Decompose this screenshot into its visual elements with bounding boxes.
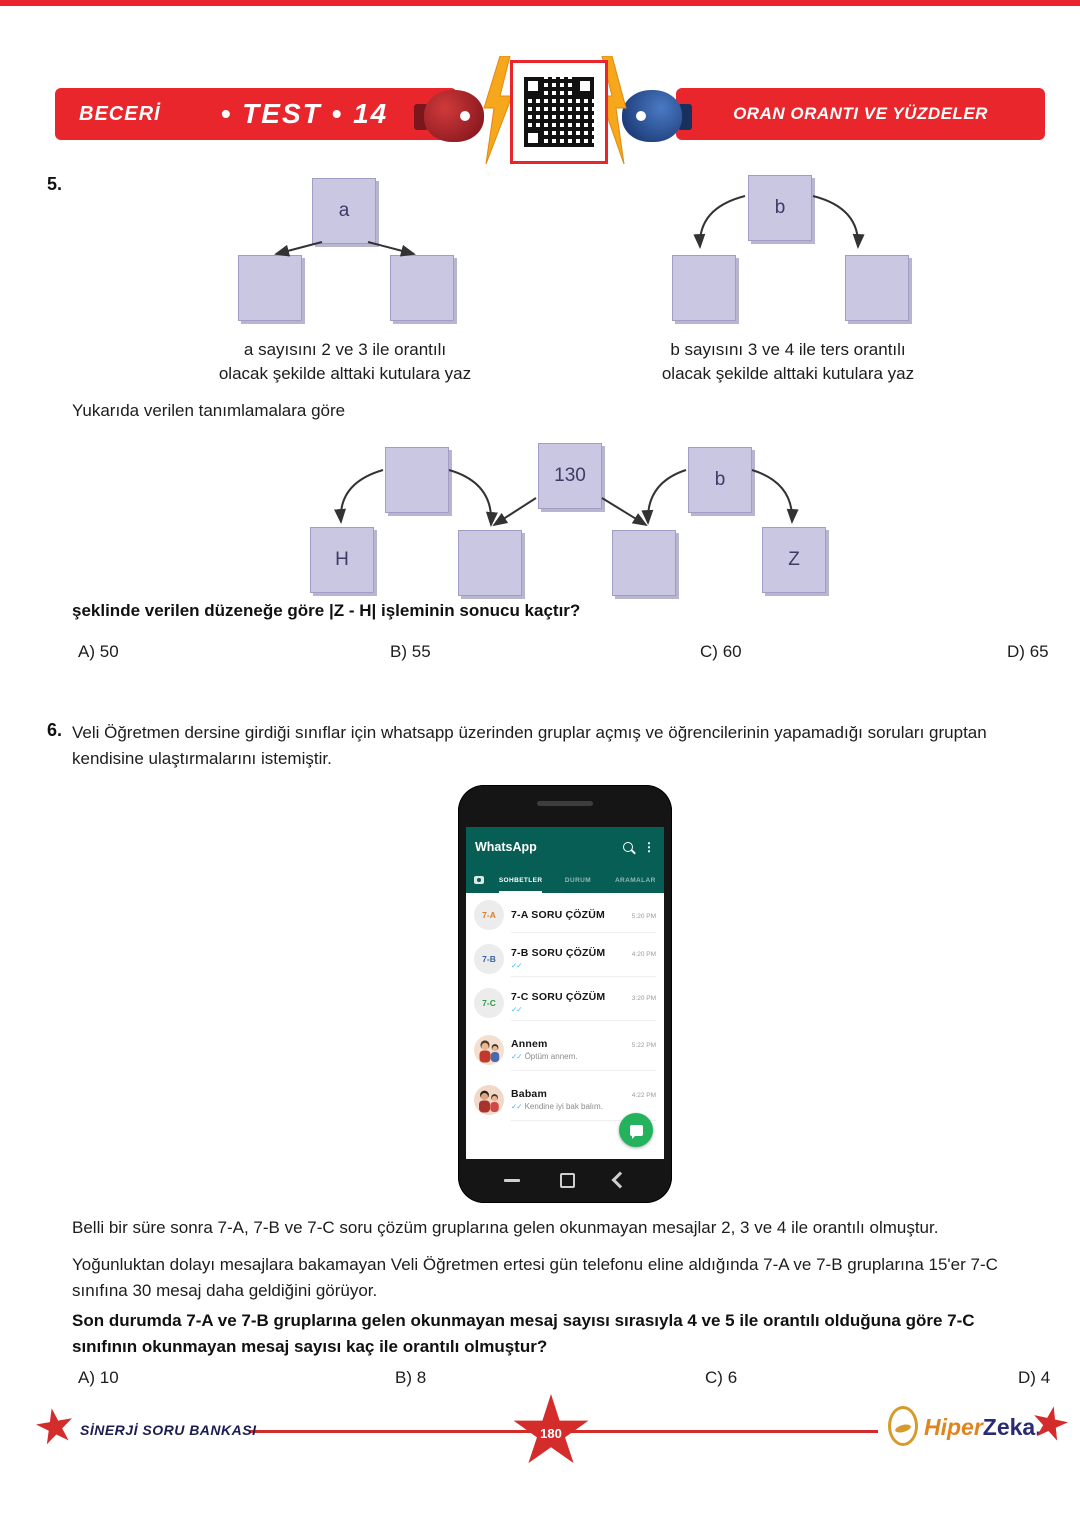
- chat-bubble-icon: [629, 1124, 643, 1139]
- camera-tab[interactable]: [466, 867, 492, 893]
- q5-tree-b-left-box: [672, 255, 736, 321]
- q5-question-text: şeklinde verilen düzeneğe göre |Z - H| i…: [72, 601, 581, 620]
- q6-question-text: Son durumda 7-A ve 7-B gruplarına gelen …: [72, 1311, 975, 1356]
- double-check-icon: ✓✓: [511, 1052, 523, 1061]
- chat-name: 7-B SORU ÇÖZÜM: [511, 947, 606, 959]
- question-6-number: 6.: [47, 720, 63, 740]
- menu-dots-icon[interactable]: ⋮: [643, 840, 655, 854]
- chat-time: 4:22 PM: [631, 1092, 656, 1099]
- tab-status[interactable]: DURUM: [564, 876, 592, 884]
- q5-tree-a-caption: a sayısını 2 ve 3 ile orantılı olacak şe…: [218, 340, 472, 383]
- chat-time: 3:20 PM: [631, 995, 656, 1002]
- hiperzeka-logo: HiperZeka.: [924, 1414, 1042, 1441]
- tab-calls[interactable]: ARAMALAR: [614, 876, 656, 884]
- logo-zeka-text: Zeka.: [982, 1414, 1042, 1440]
- test-number-label: • TEST • 14: [220, 98, 389, 129]
- double-check-icon: ✓✓: [511, 1102, 523, 1111]
- search-icon[interactable]: [623, 842, 633, 852]
- chat-row-babam[interactable]: Babam 4:22 PM ✓✓Kendine iyi bak balım.: [466, 1075, 664, 1125]
- phone-nav-bar: [478, 1168, 652, 1192]
- q5-option-b: B) 55: [390, 642, 431, 661]
- qr-code-frame: [510, 60, 608, 164]
- chat-row-7c[interactable]: 7-C 7-C SORU ÇÖZÜM 3:20 PM ✓✓: [466, 981, 664, 1025]
- double-check-icon: ✓✓: [511, 961, 523, 970]
- family-photo-icon: [474, 1085, 504, 1115]
- footer-brand-left: SİNERJİ SORU BANKASI: [80, 1422, 257, 1438]
- q5-middle-top-box-130: 130: [538, 443, 602, 509]
- chat-time: 4:20 PM: [631, 951, 656, 958]
- q5-middle-top-box-b: b: [688, 447, 752, 513]
- phone-speaker: [537, 801, 593, 806]
- chat-time: 5:20 PM: [631, 912, 656, 920]
- avatar-7a: 7-A: [474, 900, 504, 930]
- nav-home-icon[interactable]: [559, 1172, 575, 1188]
- whatsapp-title: WhatsApp: [475, 840, 537, 854]
- q5-option-d: D) 65: [1007, 642, 1049, 661]
- q5-middle-bottom-box-2: [458, 530, 522, 596]
- chat-name: 7-C SORU ÇÖZÜM: [511, 991, 606, 1003]
- chat-row-annem[interactable]: Annem 5:22 PM ✓✓Öptüm annem.: [466, 1025, 664, 1075]
- q5-tree-a-top-box: a: [312, 178, 376, 244]
- chat-name: 7-A SORU ÇÖZÜM: [511, 908, 605, 921]
- page-number: 180: [540, 1425, 562, 1441]
- double-check-icon: ✓✓: [511, 1005, 523, 1014]
- q6-para1: Belli bir süre sonra 7-A, 7-B ve 7-C sor…: [72, 1218, 939, 1237]
- logo-hiper-text: Hiper: [924, 1414, 983, 1440]
- chat-name: Annem: [511, 1038, 548, 1050]
- q5-middle-top-box-1: [385, 447, 449, 513]
- camera-icon: [474, 876, 484, 884]
- chat-preview-text: Kendine iyi bak balım.: [524, 1102, 603, 1111]
- avatar-annem: [474, 1035, 504, 1065]
- family-photo-icon: [474, 1035, 504, 1065]
- q5-option-c: C) 60: [700, 642, 742, 661]
- nav-minimize-icon[interactable]: [504, 1178, 520, 1182]
- q5-intro-text: Yukarıda verilen tanımlamalara göre: [72, 401, 346, 420]
- q5-tree-b-right-box: [845, 255, 909, 321]
- question-5-number: 5.: [47, 174, 63, 194]
- header-banner-left: BECERİ • TEST • 14: [55, 88, 457, 140]
- tab-chats[interactable]: SOHBETLER: [492, 867, 549, 893]
- footer-star-left-icon: [33, 1405, 77, 1449]
- q5-option-a: A) 50: [78, 642, 119, 661]
- nav-back-icon[interactable]: [611, 1171, 629, 1189]
- series-label: BECERİ: [79, 102, 161, 125]
- q6-intro-text: Veli Öğretmen dersine girdiği sınıflar i…: [72, 723, 987, 768]
- whatsapp-header: WhatsApp ⋮: [466, 827, 664, 867]
- chat-preview-text: Öptüm annem.: [524, 1052, 578, 1061]
- qr-code: [524, 77, 594, 147]
- topic-label: ORAN ORANTI VE YÜZDELER: [733, 104, 988, 123]
- chat-row-7b[interactable]: 7-B 7-B SORU ÇÖZÜM 4:20 PM ✓✓: [466, 937, 664, 981]
- header-banner-right: ORAN ORANTI VE YÜZDELER: [676, 88, 1045, 140]
- q5-middle-bottom-box-3: [612, 530, 676, 596]
- q5-tree-b-top-box: b: [748, 175, 812, 241]
- phone-screen: WhatsApp ⋮ SOHBETLER DURUM ARAMALAR 7-A …: [466, 827, 664, 1159]
- q6-option-c: C) 6: [705, 1368, 738, 1387]
- q5-tree-a-left-box: [238, 255, 302, 321]
- hiperzeka-egg-logo-icon: [888, 1406, 918, 1446]
- q5-middle-bottom-box-h: H: [310, 527, 374, 593]
- lightning-bolt-left-icon: [483, 56, 513, 164]
- boxing-glove-blue-icon: [622, 90, 682, 142]
- q6-option-a: A) 10: [78, 1368, 119, 1387]
- q5-tree-a-right-box: [390, 255, 454, 321]
- q5-tree-b-caption: b sayısını 3 ve 4 ile ters orantılı olac…: [661, 340, 915, 383]
- boxing-glove-red-icon: [424, 90, 484, 142]
- avatar-babam: [474, 1085, 504, 1115]
- page-top-edge: [0, 0, 1080, 6]
- phone-mockup: WhatsApp ⋮ SOHBETLER DURUM ARAMALAR 7-A …: [458, 785, 672, 1203]
- chat-name: Babam: [511, 1088, 548, 1100]
- q6-option-b: B) 8: [395, 1368, 427, 1387]
- chat-row-7a[interactable]: 7-A 7-A SORU ÇÖZÜM 5:20 PM: [466, 893, 664, 937]
- avatar-7b: 7-B: [474, 944, 504, 974]
- q6-option-d: D) 4: [1018, 1368, 1051, 1387]
- q6-para2: Yoğunluktan dolayı mesajlara bakamayan V…: [72, 1255, 998, 1300]
- whatsapp-tab-bar: SOHBETLER DURUM ARAMALAR: [466, 867, 664, 893]
- chat-time: 5:22 PM: [631, 1042, 656, 1049]
- avatar-7c: 7-C: [474, 988, 504, 1018]
- new-chat-fab[interactable]: [619, 1113, 653, 1147]
- q5-middle-bottom-box-z: Z: [762, 527, 826, 593]
